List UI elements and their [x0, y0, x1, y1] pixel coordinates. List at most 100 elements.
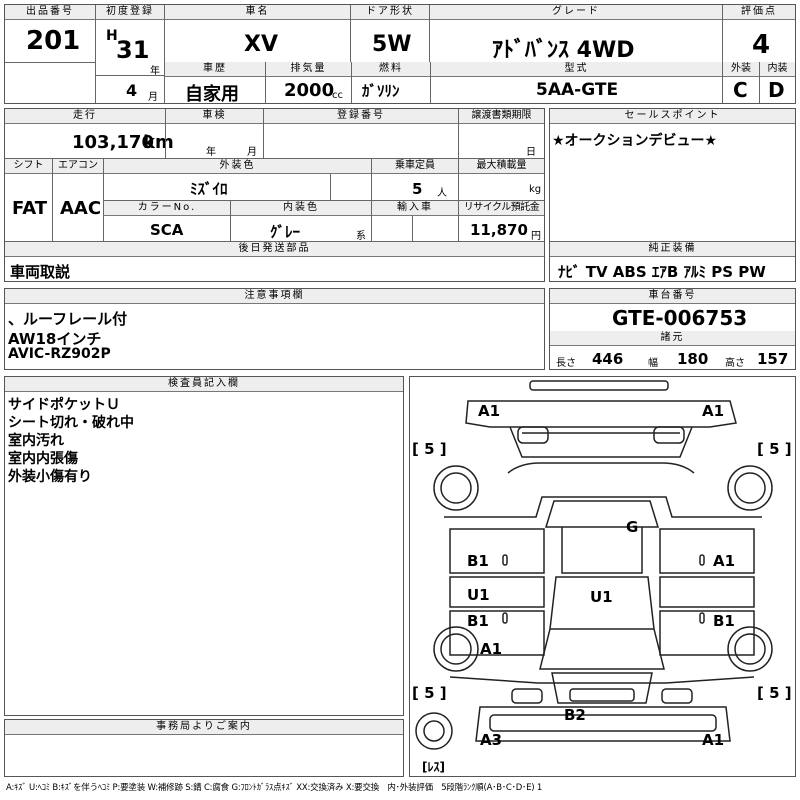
fuel: ｶﾞｿﾘﾝ	[362, 82, 400, 100]
car-name: XV	[244, 32, 278, 57]
damage-left-mid: U1	[467, 586, 490, 604]
length-label: 長さ	[556, 358, 576, 369]
history-label: 車歴	[165, 62, 265, 77]
ac: AAC	[60, 198, 102, 219]
mileage-unit: km	[143, 132, 174, 153]
fuel-label: 燃料	[352, 62, 430, 77]
notes-section	[4, 288, 545, 370]
damage-rear-left: A3	[480, 731, 503, 749]
inspector-line: 室内内張傷	[8, 451, 78, 467]
recycle-label: リサイクル預託金	[459, 201, 544, 216]
spec-label: 諸元	[550, 331, 795, 346]
height-label: 高さ	[725, 358, 745, 369]
recycle-unit: 円	[531, 231, 541, 242]
lot-number: 201	[26, 26, 81, 56]
import-label: 輸入車	[372, 201, 458, 216]
sales-text: ★オークションデビュー★	[552, 133, 718, 149]
insp-year-unit: 年	[206, 147, 216, 158]
score-label: 評価点	[723, 5, 795, 20]
damage-rear-right: A1	[702, 731, 725, 749]
color-no: SCA	[150, 221, 184, 239]
deadline-label: 譲渡書類期限	[459, 109, 544, 124]
shift: FAT	[12, 198, 48, 219]
tire-rear-left: [ 5 ]	[412, 684, 447, 702]
car-outline	[415, 380, 773, 750]
year-unit: 年	[150, 66, 160, 77]
deadline-day-unit: 日	[526, 147, 536, 158]
inspector-line: 外装小傷有り	[8, 469, 92, 485]
lot-label: 出品番号	[5, 5, 95, 20]
color-label: 外装色	[104, 159, 371, 174]
capacity: 5	[412, 180, 423, 198]
mileage-label: 走行	[5, 109, 165, 124]
displacement-label: 排気量	[266, 62, 351, 77]
damage-roof: G	[626, 518, 639, 536]
damage-front-left: A1	[478, 402, 501, 420]
chassis-number: GTE-006753	[612, 306, 748, 330]
capacity-unit: 人	[437, 188, 447, 199]
displacement: 2000	[284, 80, 335, 101]
damage-right-rear-door: B1	[713, 612, 735, 630]
reg-year: 31	[116, 36, 150, 64]
header-section	[4, 4, 796, 104]
interior-grade: D	[768, 78, 785, 102]
inspector-label: 検査員記入欄	[5, 377, 403, 392]
capacity-label: 乗車定員	[372, 159, 458, 174]
model: 5AA-GTE	[536, 80, 619, 100]
notes-line: 、ルーフレール付	[8, 310, 128, 328]
notes-label: 注意事項欄	[5, 289, 544, 304]
displacement-unit: cc	[332, 90, 343, 101]
spare-tire-mark: [ﾚｽ]	[422, 760, 445, 774]
office-section	[4, 719, 404, 777]
color-no-label: カラーNo.	[104, 201, 230, 216]
inspector-line: 室内汚れ	[8, 433, 64, 449]
legend: A:ｷｽﾞ U:ﾍｺﾐ B:ｷｽﾞを伴うﾍｺﾐ P:要塗装 W:補修跡 S:錆 …	[6, 783, 543, 793]
maxload-unit: kg	[529, 184, 542, 195]
chassis-label: 車台番号	[550, 289, 795, 304]
interior-label: 内装	[760, 62, 795, 77]
model-label: 型式	[431, 62, 722, 77]
length: 446	[592, 350, 624, 368]
int-color-label: 内装色	[231, 201, 371, 216]
damage-left-rear-fender: A1	[480, 640, 503, 658]
damage-front-right: A1	[702, 402, 725, 420]
door-type: 5W	[372, 32, 412, 57]
car-name-label: 車名	[165, 5, 350, 20]
int-color: ｸﾞﾚｰ	[270, 223, 301, 241]
grade-label: グレード	[430, 5, 722, 20]
office-label: 事務局よりご案内	[5, 720, 403, 735]
inspector-line: サイドポケットＵ	[8, 397, 120, 413]
exterior-label: 外装	[723, 62, 759, 77]
damage-left-rear-door: B1	[467, 612, 489, 630]
damage-right-front-door: A1	[713, 552, 736, 570]
ac-label: エアコン	[53, 159, 103, 174]
reg-number-label: 登録番号	[264, 109, 458, 124]
int-color-unit: 系	[356, 231, 366, 242]
shift-label: シフト	[5, 159, 52, 174]
tire-front-left: [ 5 ]	[412, 440, 447, 458]
tire-front-right: [ 5 ]	[757, 440, 792, 458]
score: 4	[752, 30, 771, 60]
notes-line: AVIC-RZ902P	[8, 346, 111, 362]
door-label: ドア形状	[351, 5, 429, 20]
chassis-section	[549, 288, 796, 370]
tire-rear-right: [ 5 ]	[757, 684, 792, 702]
first-reg-label: 初度登録	[96, 5, 164, 20]
insp-month-unit: 月	[247, 147, 257, 158]
height: 157	[757, 350, 789, 368]
width: 180	[677, 350, 709, 368]
damage-rear: B2	[564, 706, 586, 724]
parts-label: 後日発送部品	[5, 242, 544, 257]
damage-left-front-door: B1	[467, 552, 489, 570]
exterior-grade: C	[733, 78, 748, 102]
reg-month: 4	[126, 81, 138, 100]
era: H	[106, 28, 118, 44]
equipment-text: ﾅﾋﾞ TV ABS ｴｱB ｱﾙﾐ PS PW	[558, 263, 766, 281]
inspector-line: シート切れ・破れ中	[8, 415, 134, 431]
grade: ｱﾄﾞﾊﾞﾝｽ 4WD	[492, 38, 635, 63]
recycle: 11,870	[470, 221, 528, 239]
history: 自家用	[185, 84, 239, 105]
mileage: 103,170	[72, 132, 154, 153]
inspector-section	[4, 376, 404, 716]
maxload-label: 最大積載量	[459, 159, 544, 174]
